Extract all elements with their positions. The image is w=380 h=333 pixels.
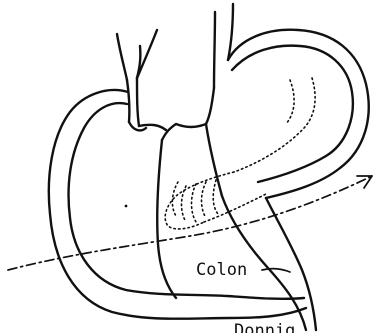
esophagus: [117, 30, 157, 130]
stomach-fundus: [157, 4, 368, 298]
colon-label: Colon: [196, 260, 247, 280]
dotted-region: [125, 78, 316, 229]
cut-line-arrow: [8, 176, 372, 270]
colon-pointer: [262, 269, 290, 272]
cut-off-label: Donnig: [234, 321, 295, 333]
